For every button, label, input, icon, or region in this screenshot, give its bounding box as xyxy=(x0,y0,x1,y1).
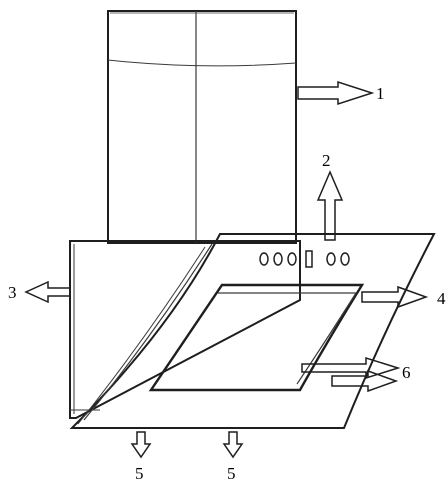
arrow-2 xyxy=(316,170,344,241)
arrow-1 xyxy=(297,80,375,106)
callout-6: 6 xyxy=(402,363,411,382)
arrow-3 xyxy=(24,280,71,304)
arrow-4 xyxy=(361,285,429,309)
glass-front-panel xyxy=(69,233,436,429)
chimney-cover xyxy=(107,10,297,244)
hood-body xyxy=(69,240,301,419)
display-indicator xyxy=(305,250,313,268)
control-button xyxy=(259,252,269,266)
control-panel xyxy=(259,250,350,268)
callout-5-right: 5 xyxy=(227,464,236,483)
filter-window xyxy=(148,283,365,392)
arrow-5-left xyxy=(130,431,152,459)
callout-1: 1 xyxy=(376,84,385,103)
arrow-5-right xyxy=(222,431,244,459)
arrow-6-upper xyxy=(301,356,401,380)
control-button xyxy=(273,252,283,266)
callout-5-left: 5 xyxy=(135,464,144,483)
arrow-6-lower xyxy=(331,369,399,393)
callout-3: 3 xyxy=(8,283,17,302)
callout-4: 4 xyxy=(437,289,446,308)
control-button xyxy=(287,252,297,266)
callout-2: 2 xyxy=(322,151,331,170)
control-button xyxy=(326,252,336,266)
control-button xyxy=(340,252,350,266)
